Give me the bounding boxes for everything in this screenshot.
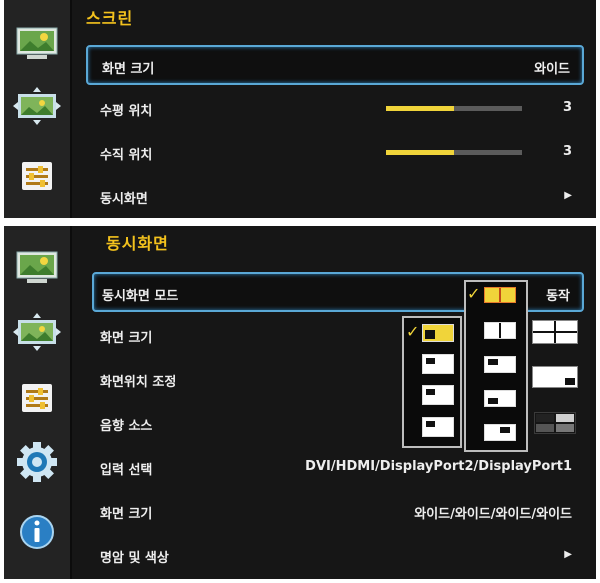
pip-menu-content: 동시화면 동시화면 모드 동작 화면 크기 화면위치 조정 음향 소스 입력 선…	[72, 226, 596, 579]
mode-option-split-two[interactable]	[484, 322, 516, 339]
row-value: DVI/HDMI/DisplayPort2/DisplayPort1	[305, 459, 572, 474]
row-value: 3	[562, 100, 572, 115]
picture-icon[interactable]	[12, 248, 62, 288]
mode-option-side-by-side[interactable]	[484, 287, 516, 303]
row-value: 동작	[546, 289, 570, 304]
sidebar	[4, 0, 70, 218]
settings-sliders-icon[interactable]	[12, 156, 62, 196]
row-label: 명암 및 색상	[100, 551, 169, 566]
menu-title: 동시화면	[106, 234, 169, 253]
arrow-right-icon: ▶	[564, 549, 572, 560]
slider-fill	[386, 106, 454, 111]
arrow-right-icon: ▶	[564, 190, 572, 201]
row-label: 화면 크기	[100, 507, 153, 522]
menu-row-pip[interactable]: 동시화면 ▶	[86, 177, 584, 217]
row-label: 화면 크기	[102, 62, 155, 77]
row-label: 입력 선택	[100, 463, 153, 478]
mode-option-pip-bl[interactable]	[484, 390, 516, 407]
sidebar-divider	[70, 226, 72, 579]
mode-option-pip-tl[interactable]	[484, 356, 516, 373]
row-label: 화면 크기	[100, 331, 153, 346]
menu-row-v-position[interactable]: 수직 위치 3	[86, 133, 584, 173]
screen-position-icon[interactable]	[12, 312, 62, 352]
h-position-slider[interactable]	[386, 106, 522, 111]
pip-mode-popup: ✓	[464, 280, 528, 452]
menu-row-picture-size[interactable]: 화면 크기 와이드/와이드/와이드/와이드	[92, 492, 584, 532]
picture-icon[interactable]	[12, 24, 62, 64]
row-value: 3	[562, 144, 572, 159]
checkmark-icon: ✓	[467, 284, 481, 303]
pip-menu-panel: 동시화면 동시화면 모드 동작 화면 크기 화면위치 조정 음향 소스 입력 선…	[4, 226, 596, 579]
gear-icon[interactable]	[12, 442, 62, 482]
row-value: 와이드/와이드/와이드/와이드	[414, 507, 572, 522]
row-label: 수직 위치	[100, 148, 153, 163]
row-label: 동시화면	[100, 192, 148, 207]
menu-row-input-select[interactable]: 입력 선택 DVI/HDMI/DisplayPort2/DisplayPort1	[92, 448, 584, 488]
menu-row-contrast-color[interactable]: 명암 및 색상 ▶	[92, 536, 584, 576]
pip-size-popup: ✓	[402, 316, 462, 448]
slider-fill	[386, 150, 454, 155]
screen-position-icon[interactable]	[12, 86, 62, 126]
menu-row-pip-size[interactable]: 화면 크기	[92, 316, 584, 356]
layout-wide-pip-icon[interactable]	[532, 366, 578, 388]
menu-row-picture-size[interactable]: 화면 크기 와이드	[86, 45, 584, 85]
sidebar-divider	[70, 0, 72, 218]
size-option-small-mid[interactable]	[422, 385, 454, 405]
info-icon[interactable]	[12, 512, 62, 552]
sidebar	[4, 226, 70, 579]
layout-four-split-icon[interactable]	[532, 320, 578, 344]
row-label: 음향 소스	[100, 419, 153, 434]
menu-row-pip-position[interactable]: 화면위치 조정	[92, 360, 584, 400]
menu-row-h-position[interactable]: 수평 위치 3	[86, 89, 584, 129]
row-label: 화면위치 조정	[100, 375, 177, 390]
screen-menu-panel: 스크린 화면 크기 와이드 수평 위치 3 수직 위치 3 동시화면 ▶	[4, 0, 596, 218]
settings-sliders-icon[interactable]	[12, 378, 62, 418]
screen-menu-content: 스크린 화면 크기 와이드 수평 위치 3 수직 위치 3 동시화면 ▶	[72, 0, 596, 218]
checkmark-icon: ✓	[406, 322, 420, 341]
mode-option-pip-tr[interactable]	[484, 424, 516, 441]
row-label: 수평 위치	[100, 104, 153, 119]
row-value: 와이드	[534, 62, 570, 77]
menu-row-sound-source[interactable]: 음향 소스	[92, 404, 584, 444]
v-position-slider[interactable]	[386, 150, 522, 155]
layout-quad-dim-icon[interactable]	[534, 412, 576, 434]
row-label: 동시화면 모드	[102, 289, 179, 304]
size-option-small-bottom[interactable]	[422, 417, 454, 437]
size-option-large[interactable]	[422, 324, 454, 342]
menu-title: 스크린	[86, 9, 134, 28]
size-option-small-top[interactable]	[422, 354, 454, 374]
